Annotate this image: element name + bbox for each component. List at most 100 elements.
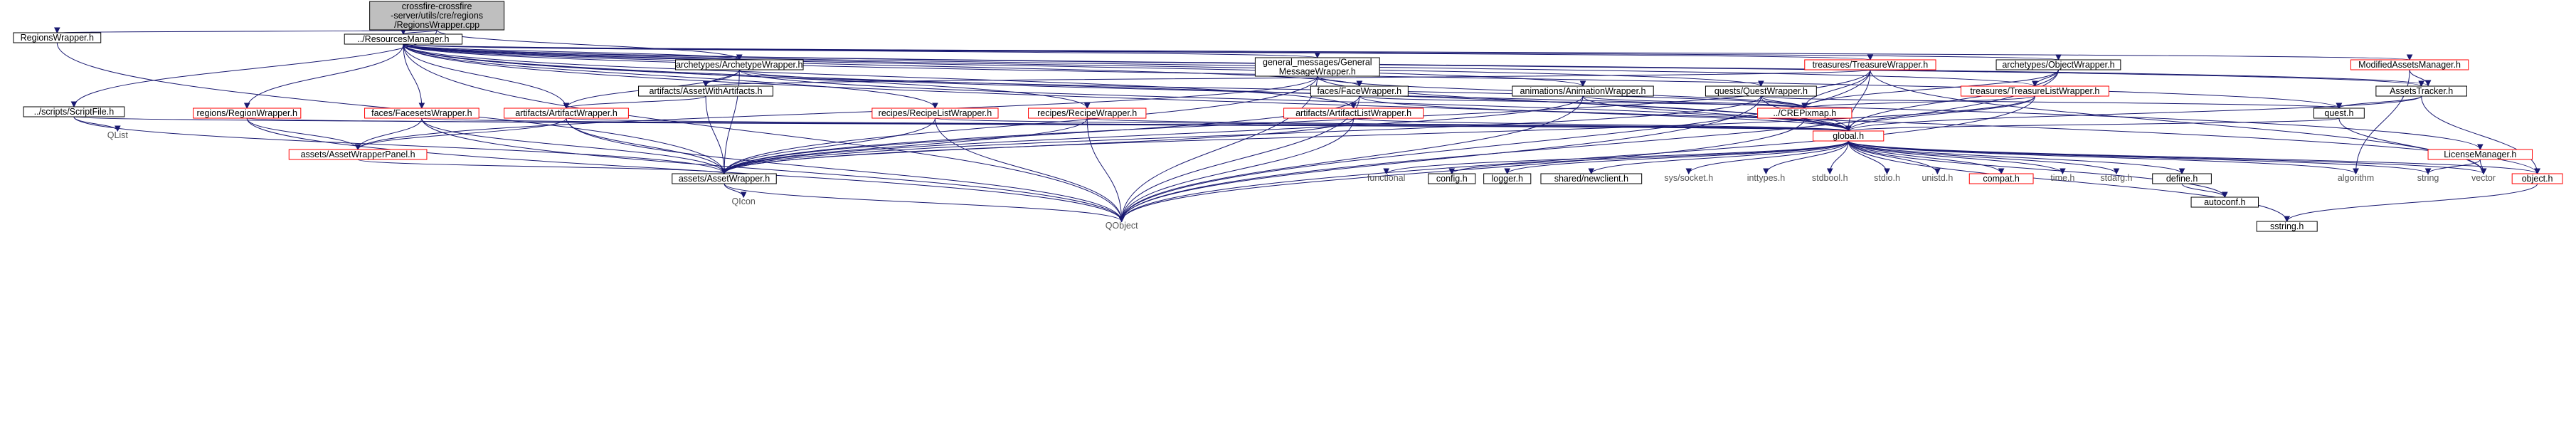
edge-resmgr-to-modifiedassets <box>403 43 2413 61</box>
node-box-artifactlistwrapper <box>1283 108 1424 119</box>
node-root[interactable]: crossfire-crossfire-server/utils/cre/reg… <box>369 1 505 31</box>
node-newclient[interactable]: shared/newclient.h <box>1540 173 1643 184</box>
node-resmgr[interactable]: ../ResourcesManager.h <box>344 33 463 45</box>
node-box-sstring <box>2256 221 2318 232</box>
node-label-compat-0: compat.h <box>1983 174 2019 184</box>
node-artifactlistwrapper[interactable]: artifacts/ArtifactListWrapper.h <box>1283 108 1424 119</box>
node-configh[interactable]: config.h <box>1428 173 1476 184</box>
edges-layer <box>53 27 2540 223</box>
node-label-resmgr-0: ../ResourcesManager.h <box>357 34 449 44</box>
node-objecth[interactable]: object.h <box>2511 173 2563 184</box>
node-archetypewrapper[interactable]: archetypes/ArchetypeWrapper.h <box>675 59 804 70</box>
edge-globalh-to-algorithm <box>1848 140 2359 175</box>
node-sstring[interactable]: sstring.h <box>2256 221 2318 232</box>
node-string: string <box>2417 173 2439 183</box>
node-treasurewrapper[interactable]: treasures/TreasureWrapper.h <box>1804 59 1936 70</box>
edge-globalh-to-sstring <box>1848 140 2290 223</box>
nodes-layer: crossfire-crossfire-server/utils/cre/reg… <box>13 1 2563 232</box>
node-label-facesetswrapper-0: faces/FacesetsWrapper.h <box>371 108 472 118</box>
node-box-treasurelistwrapper <box>1960 85 2109 97</box>
node-box-archetypewrapper <box>675 59 804 70</box>
node-label-objectwrapper-0: archetypes/ObjectWrapper.h <box>2002 60 2114 70</box>
node-box-crepixmap <box>1757 108 1853 119</box>
node-box-objectwrapper <box>1995 59 2121 70</box>
node-box-artifactwrapper <box>504 108 629 119</box>
node-questh[interactable]: quest.h <box>2313 108 2365 119</box>
node-facesetswrapper[interactable]: faces/FacesetsWrapper.h <box>364 108 479 119</box>
node-label-defineh-0: define.h <box>2166 174 2198 184</box>
node-reciplelistwrapper[interactable]: recipes/RecipeListWrapper.h <box>871 108 999 119</box>
node-assetwrapperpanel[interactable]: assets/AssetWrapperPanel.h <box>288 149 428 160</box>
edge-globalh-to-stdarg <box>1848 140 2120 175</box>
node-assetwrapper[interactable]: assets/AssetWrapper.h <box>672 173 777 184</box>
node-regionwrapper[interactable]: regions/RegionWrapper.h <box>193 108 302 119</box>
node-box-compat <box>1968 173 2034 184</box>
node-loggerh[interactable]: logger.h <box>1483 173 1532 184</box>
node-box-globalh <box>1813 130 1885 142</box>
node-box-autoconf <box>2190 196 2259 208</box>
node-label-treasurewrapper-0: treasures/TreasureWrapper.h <box>1813 60 1929 70</box>
node-assetstracker[interactable]: AssetsTracker.h <box>2375 85 2467 97</box>
node-box-assetstracker <box>2375 85 2467 97</box>
node-box-scriptfile <box>23 106 125 117</box>
node-qlist: QList <box>107 130 129 140</box>
node-crepixmap[interactable]: ../CREPixmap.h <box>1757 108 1853 119</box>
node-label-stdio-0: stdio.h <box>1874 173 1900 183</box>
node-compat[interactable]: compat.h <box>1968 173 2034 184</box>
node-label-assetwrapperpanel-0: assets/AssetWrapperPanel.h <box>301 150 415 159</box>
edge-defineh-to-autoconf <box>2181 183 2228 199</box>
node-box-reciplelistwrapper <box>871 108 999 119</box>
edge-globalh-to-objecth <box>1848 140 2540 175</box>
node-box-questwrapper <box>1705 85 1817 97</box>
node-artifactwrapper[interactable]: artifacts/ArtifactWrapper.h <box>504 108 629 119</box>
edge-resmgr-to-assetstracker <box>403 43 2424 88</box>
node-label-archetypewrapper-0: archetypes/ArchetypeWrapper.h <box>676 60 802 70</box>
node-objectwrapper[interactable]: archetypes/ObjectWrapper.h <box>1995 59 2121 70</box>
edge-globalh-to-compat <box>1848 140 2005 175</box>
node-unistd: unistd.h <box>1922 173 1953 183</box>
node-label-algorithm-0: algorithm <box>2338 173 2374 183</box>
edge-treasurewrapper-to-assetwithartifacts <box>702 69 1871 88</box>
edge-globalh-to-stdbool <box>1826 140 1849 175</box>
edge-globalh-to-loggerh <box>1504 140 1849 175</box>
node-globalh[interactable]: global.h <box>1813 130 1885 142</box>
edge-resmgr-to-animationwrapper <box>403 43 1586 88</box>
node-vector: vector <box>2471 173 2496 183</box>
edge-globalh-to-inttypes <box>1763 140 1849 175</box>
edge-resmgr-to-reciplelistwrapper <box>403 43 938 110</box>
node-label-recipewrapper-0: recipes/RecipeWrapper.h <box>1037 108 1137 118</box>
node-label-artifactwrapper-0: artifacts/ArtifactWrapper.h <box>515 108 618 118</box>
node-box-animationwrapper <box>1512 85 1654 97</box>
node-label-artifactlistwrapper-0: artifacts/ArtifactListWrapper.h <box>1295 108 1411 118</box>
node-box-regionwrapper <box>193 108 302 119</box>
node-animationwrapper[interactable]: animations/AnimationWrapper.h <box>1512 85 1654 97</box>
node-label-regionwrapper-0: regions/RegionWrapper.h <box>196 108 297 118</box>
node-facewrapper[interactable]: faces/FaceWrapper.h <box>1310 85 1409 97</box>
node-box-objecth <box>2511 173 2563 184</box>
edge-globalh-to-syssocket <box>1685 140 1849 175</box>
node-label-vector-0: vector <box>2471 173 2496 183</box>
node-assetwithartifacts[interactable]: artifacts/AssetWithArtifacts.h <box>638 85 774 97</box>
node-questwrapper[interactable]: quests/QuestWrapper.h <box>1705 85 1817 97</box>
node-syssocket: sys/socket.h <box>1664 173 1713 183</box>
node-autoconf[interactable]: autoconf.h <box>2190 196 2259 208</box>
node-box-treasurewrapper <box>1804 59 1936 70</box>
node-stdio: stdio.h <box>1874 173 1900 183</box>
node-regionswrapper[interactable]: RegionsWrapper.h <box>13 32 102 43</box>
edge-crepixmap-to-qobject <box>1118 117 1806 223</box>
edge-globalh-to-configh <box>1448 140 1849 175</box>
node-label-questh-0: quest.h <box>2324 108 2353 118</box>
node-treasurelistwrapper[interactable]: treasures/TreasureListWrapper.h <box>1960 85 2109 97</box>
node-defineh[interactable]: define.h <box>2152 173 2212 184</box>
node-licensemgr[interactable]: LicenseManager.h <box>2427 149 2533 160</box>
node-qicon: QIcon <box>732 196 756 206</box>
node-modifiedassets[interactable]: ModifiedAssetsManager.h <box>2350 59 2469 70</box>
node-inttypes: inttypes.h <box>1747 173 1786 183</box>
node-scriptfile[interactable]: ../scripts/ScriptFile.h <box>23 106 125 117</box>
node-label-objecth-0: object.h <box>2522 174 2553 184</box>
node-label-treasurelistwrapper-0: treasures/TreasureListWrapper.h <box>1970 86 2099 96</box>
edge-globalh-to-defineh <box>1848 140 2185 175</box>
node-recipewrapper[interactable]: recipes/RecipeWrapper.h <box>1028 108 1147 119</box>
